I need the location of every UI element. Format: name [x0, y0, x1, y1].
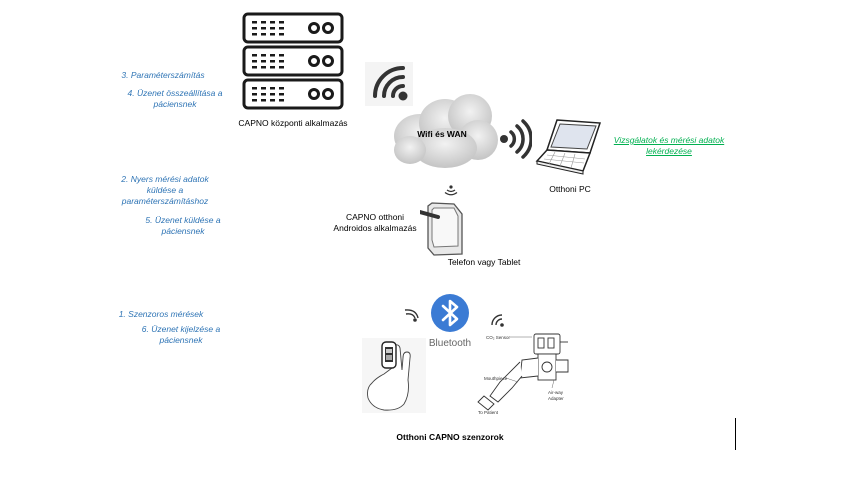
step-6-label-line2: páciensnek	[159, 335, 203, 345]
step-5-label-line2: páciensnek	[161, 226, 205, 236]
tablet-label: Telefon vagy Tablet	[447, 257, 521, 267]
step-5-label-line1: 5. Üzenet küldése a	[145, 215, 221, 225]
step-1-label: 1. Szenzoros mérések	[118, 309, 204, 319]
bluetooth-icon	[431, 294, 469, 332]
oximeter-wifi-icon	[404, 309, 419, 322]
pc-label: Otthoni PC	[549, 184, 591, 194]
step-2-label-line3: paraméterszámításhoz	[121, 196, 209, 206]
sensors-label: Otthoni CAPNO szenzorok	[396, 432, 504, 442]
wifi-signal-right-icon	[500, 119, 532, 159]
step-6-label-line1: 6. Üzenet kijelzése a	[141, 324, 221, 334]
server-icon	[242, 12, 344, 110]
step-4-label-line1: 4. Üzenet összeállítása a	[127, 88, 223, 98]
tablet-icon	[420, 202, 463, 256]
server-label: CAPNO központi alkalmazás	[238, 118, 348, 128]
text-cursor	[735, 418, 736, 450]
cloud-icon	[394, 94, 498, 168]
pc-query-link-line2[interactable]: lekérdezése	[646, 146, 692, 156]
co2-sensor-wifi-icon	[491, 314, 504, 327]
airway-adapter-label-line2: Adapter	[548, 396, 564, 401]
co2-sensor-label: CO₂ Sensor	[486, 335, 511, 340]
step-2-label-line2: küldése a	[146, 185, 184, 195]
step-4-label-line2: páciensnek	[153, 99, 197, 109]
app-label-line1: CAPNO otthoni	[345, 212, 405, 222]
airway-adapter-label-line1: Air-way	[548, 390, 564, 395]
pulse-oximeter-image	[362, 338, 426, 413]
cloud-label: Wifi és WAN	[417, 129, 467, 139]
mouthpiece-label: Mouthpiece	[484, 376, 508, 381]
wifi-signal-icon	[365, 62, 413, 106]
pc-query-link-line1[interactable]: Vizsgálatok és mérési adatok	[613, 135, 725, 145]
tablet-wifi-icon	[444, 185, 458, 196]
step-3-label: 3. Paraméterszámítás	[121, 70, 205, 80]
laptop-icon	[535, 119, 602, 175]
capnography-sensor-image: CO₂ Sensor Mouthpiece Air-way Adapter To…	[477, 333, 569, 415]
bluetooth-label: Bluetooth	[428, 338, 472, 349]
app-label-line2: Androidos alkalmazás	[333, 223, 417, 233]
to-patient-label: To Patient	[478, 410, 499, 415]
step-2-label-line1: 2. Nyers mérési adatok	[121, 174, 209, 184]
